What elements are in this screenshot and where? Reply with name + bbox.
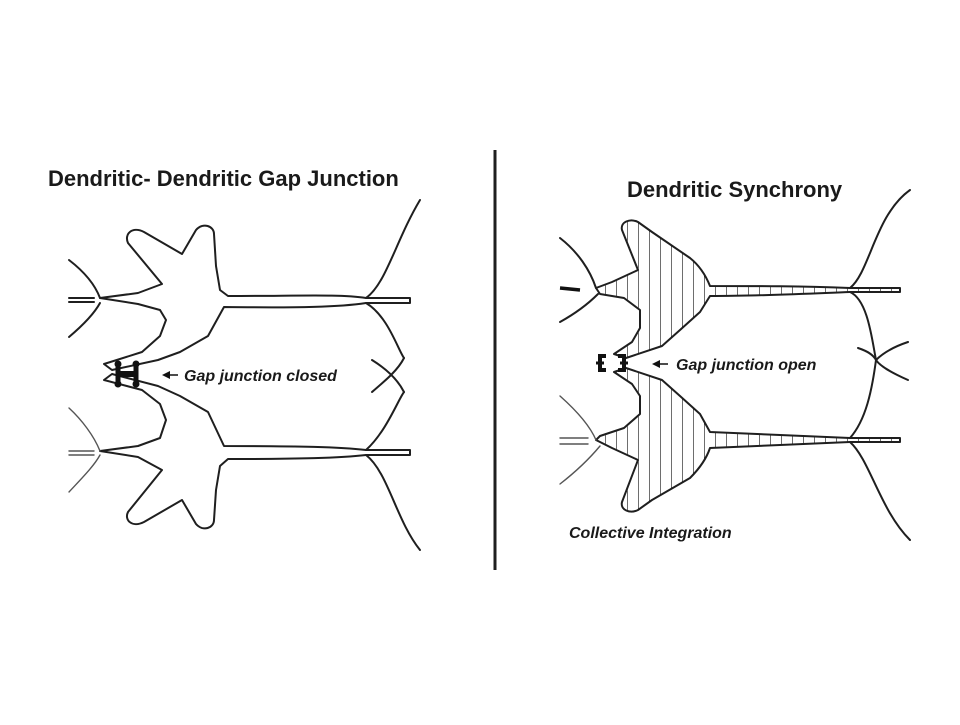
left-callout-label: Gap junction closed [184,368,338,385]
right-callout: Gap junction open [652,357,817,374]
left-panel-title: Dendritic- Dendritic Gap Junction [48,166,399,191]
left-callout: Gap junction closed [162,368,338,385]
right-panel: Dendritic Synchrony [559,177,911,542]
left-bottom-neuron [68,373,421,551]
right-top-neuron [559,189,911,361]
left-panel: Dendritic- Dendritic Gap Junction [48,166,421,551]
right-bottom-neuron [559,359,911,541]
open-gap-junction-icon [596,354,628,372]
right-panel-caption: Collective Integration [569,525,732,542]
right-callout-label: Gap junction open [676,357,817,374]
closed-gap-junction-icon [114,360,140,388]
right-panel-title: Dendritic Synchrony [627,177,843,202]
left-top-neuron [68,199,421,371]
